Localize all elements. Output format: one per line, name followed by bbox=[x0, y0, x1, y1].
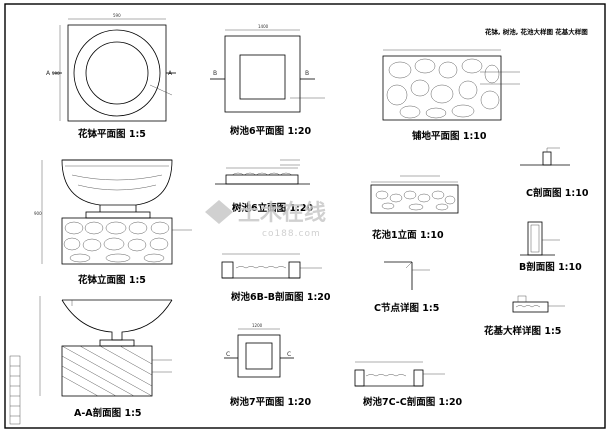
label-aa-section: A-A剖面图 1:5 bbox=[74, 407, 142, 419]
label-flower-bowl-elevation: 花钵立面图 1:5 bbox=[78, 274, 146, 286]
label-planter1-elevation: 花池1立面 1:10 bbox=[372, 229, 444, 241]
watermark-logo-icon bbox=[205, 200, 233, 224]
label-tree-pit6-bb-section: 树池6B-B剖面图 1:20 bbox=[231, 291, 331, 303]
label-tree-pit7-plan: 树池7平面图 1:20 bbox=[230, 396, 311, 408]
section-mark-c-left: C bbox=[226, 351, 230, 358]
label-paving-plan: 铺地平面图 1:10 bbox=[412, 130, 487, 142]
label-tree-pit6-elevation: 树池6立面图 1:20 bbox=[232, 202, 313, 214]
watermark-url: co188.com bbox=[262, 229, 321, 239]
section-mark-b-left: B bbox=[213, 70, 217, 77]
tree-pit6-bb-section-drawing bbox=[221, 253, 322, 279]
flower-base-detail-drawing bbox=[512, 295, 565, 313]
label-tree-pit6-plan: 树池6平面图 1:20 bbox=[230, 125, 311, 137]
label-b-section: B剖面图 1:10 bbox=[519, 261, 582, 273]
sheet-border bbox=[4, 3, 606, 429]
flower-bowl-plan-drawing: 590 590 A A bbox=[46, 13, 176, 122]
c-node-detail-drawing bbox=[384, 261, 430, 290]
sheet-title: 花钵, 树池, 花池大样图 花基大样图 bbox=[485, 27, 588, 36]
svg-text:1200: 1200 bbox=[252, 323, 263, 328]
tree-pit6-elevation-drawing bbox=[215, 159, 310, 185]
svg-text:590: 590 bbox=[52, 71, 60, 76]
label-c-node-detail: C节点详图 1:5 bbox=[374, 302, 439, 314]
section-mark-a-right: A bbox=[168, 70, 173, 77]
label-flower-base-detail: 花基大样详图 1:5 bbox=[484, 325, 561, 337]
tree-pit6-plan-drawing: 1400 B B bbox=[210, 24, 325, 113]
watermark-brand: 土木在线 bbox=[238, 200, 326, 226]
svg-text:900: 900 bbox=[34, 211, 42, 216]
watermark: 土木在线 co188.com bbox=[205, 200, 326, 239]
tree-pit7-plan-drawing: 1200 C C bbox=[224, 323, 294, 378]
section-mark-b-right: B bbox=[305, 70, 309, 77]
aa-section-drawing bbox=[39, 296, 173, 397]
section-mark-a-left: A bbox=[46, 70, 51, 77]
svg-text:1400: 1400 bbox=[258, 24, 269, 29]
tree-pit7-cc-section-drawing bbox=[354, 361, 445, 387]
label-flower-bowl-plan: 花钵平面图 1:5 bbox=[78, 128, 146, 140]
svg-text:590: 590 bbox=[113, 13, 121, 18]
label-tree-pit7-cc-section: 树池7C-C剖面图 1:20 bbox=[363, 396, 463, 408]
paving-plan-drawing bbox=[382, 49, 520, 121]
section-mark-c-right: C bbox=[287, 351, 291, 358]
flower-bowl-elevation-drawing: 900 bbox=[34, 159, 192, 265]
planter1-elevation-drawing bbox=[370, 175, 459, 214]
title-strip bbox=[9, 355, 21, 425]
label-c-section: C剖面图 1:10 bbox=[526, 187, 589, 199]
b-section-drawing bbox=[520, 221, 560, 256]
c-section-drawing bbox=[520, 147, 570, 166]
